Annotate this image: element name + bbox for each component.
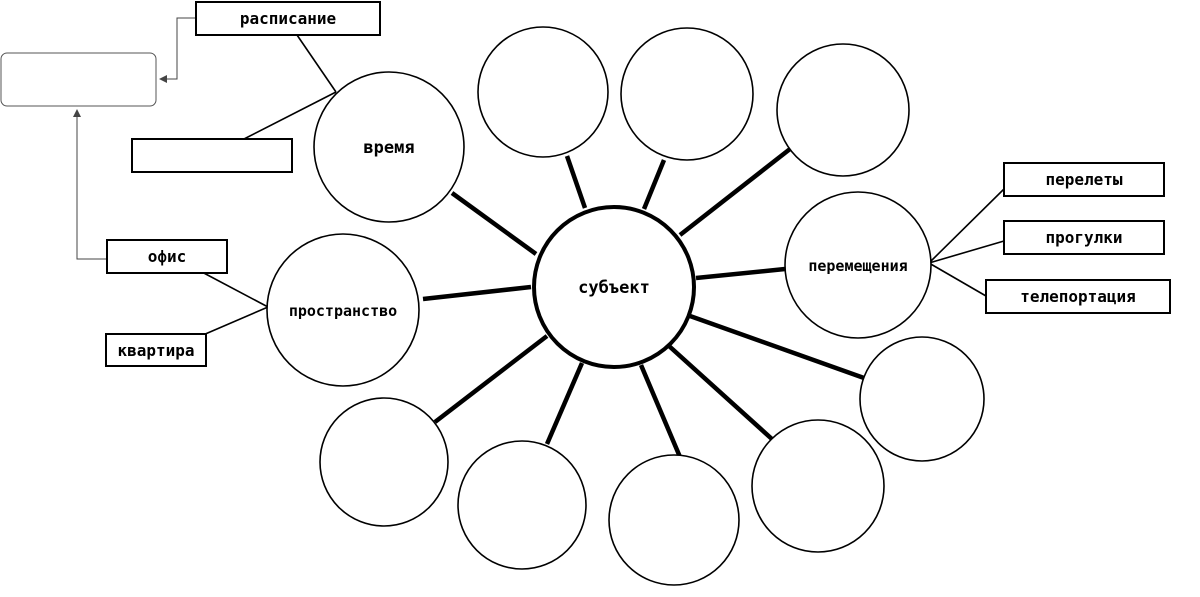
node-space-label: пространство (289, 302, 397, 320)
arrows (73, 17, 196, 260)
spoke-movement (695, 266, 786, 281)
empty-circle-right-1 (859, 336, 985, 462)
spoke-time (450, 191, 538, 256)
node-movement-label: перемещения (808, 257, 907, 275)
spoke-top-2 (641, 159, 667, 210)
link-movement-walks (928, 240, 1005, 264)
arrow-office-to-box (73, 109, 107, 260)
empty-circle-bottom-2 (457, 440, 587, 570)
spoke-left-bottom (433, 334, 549, 424)
box-walks: прогулки (1003, 220, 1165, 255)
box-flights-label: перелеты (1045, 170, 1122, 189)
spoke-space (422, 284, 532, 302)
empty-circles (319, 26, 985, 586)
center-node-label: субъект (578, 278, 650, 298)
empty-circle-top-2 (620, 27, 754, 161)
link-schedule-time (296, 34, 337, 93)
spokes (422, 147, 865, 458)
box-teleportation: телепортация (985, 279, 1171, 314)
empty-circle-left-bottom (319, 397, 449, 527)
empty-circle-bottom-1 (608, 454, 740, 586)
spoke-right-1 (689, 313, 865, 381)
empty-circle-right-2 (751, 419, 885, 553)
box-walks-label: прогулки (1045, 228, 1122, 247)
node-movement: перемещения (784, 191, 932, 339)
box-apartment-label: квартира (117, 341, 194, 360)
box-apartment: квартира (105, 333, 207, 367)
box-office-label: офис (148, 247, 187, 266)
box-office: офис (106, 239, 228, 274)
node-time: время (313, 71, 465, 223)
node-time-label: время (363, 138, 414, 158)
spoke-right-2 (667, 344, 775, 442)
link-blankbox-time (243, 91, 337, 140)
spoke-bottom-2 (544, 362, 585, 445)
empty-rounded-box (0, 52, 157, 107)
arrow-schedule-to-box (159, 17, 196, 83)
link-movement-flights (928, 188, 1005, 264)
center-node: субъект (532, 205, 696, 369)
link-movement-teleport (928, 262, 987, 297)
spoke-top-3 (678, 147, 792, 237)
link-office-space (199, 270, 269, 308)
thin-connectors (199, 34, 1005, 336)
spoke-bottom-1 (638, 364, 683, 458)
empty-circle-top-3 (776, 43, 910, 177)
box-teleportation-label: телепортация (1020, 287, 1136, 306)
spoke-top-1 (564, 155, 588, 209)
empty-label-box (131, 138, 293, 173)
box-schedule-label: расписание (240, 9, 336, 28)
box-flights: перелеты (1003, 162, 1165, 197)
link-apartment-space (202, 306, 269, 336)
empty-circle-top-1 (477, 26, 609, 158)
node-space: пространство (266, 233, 420, 387)
box-schedule: расписание (195, 1, 381, 36)
